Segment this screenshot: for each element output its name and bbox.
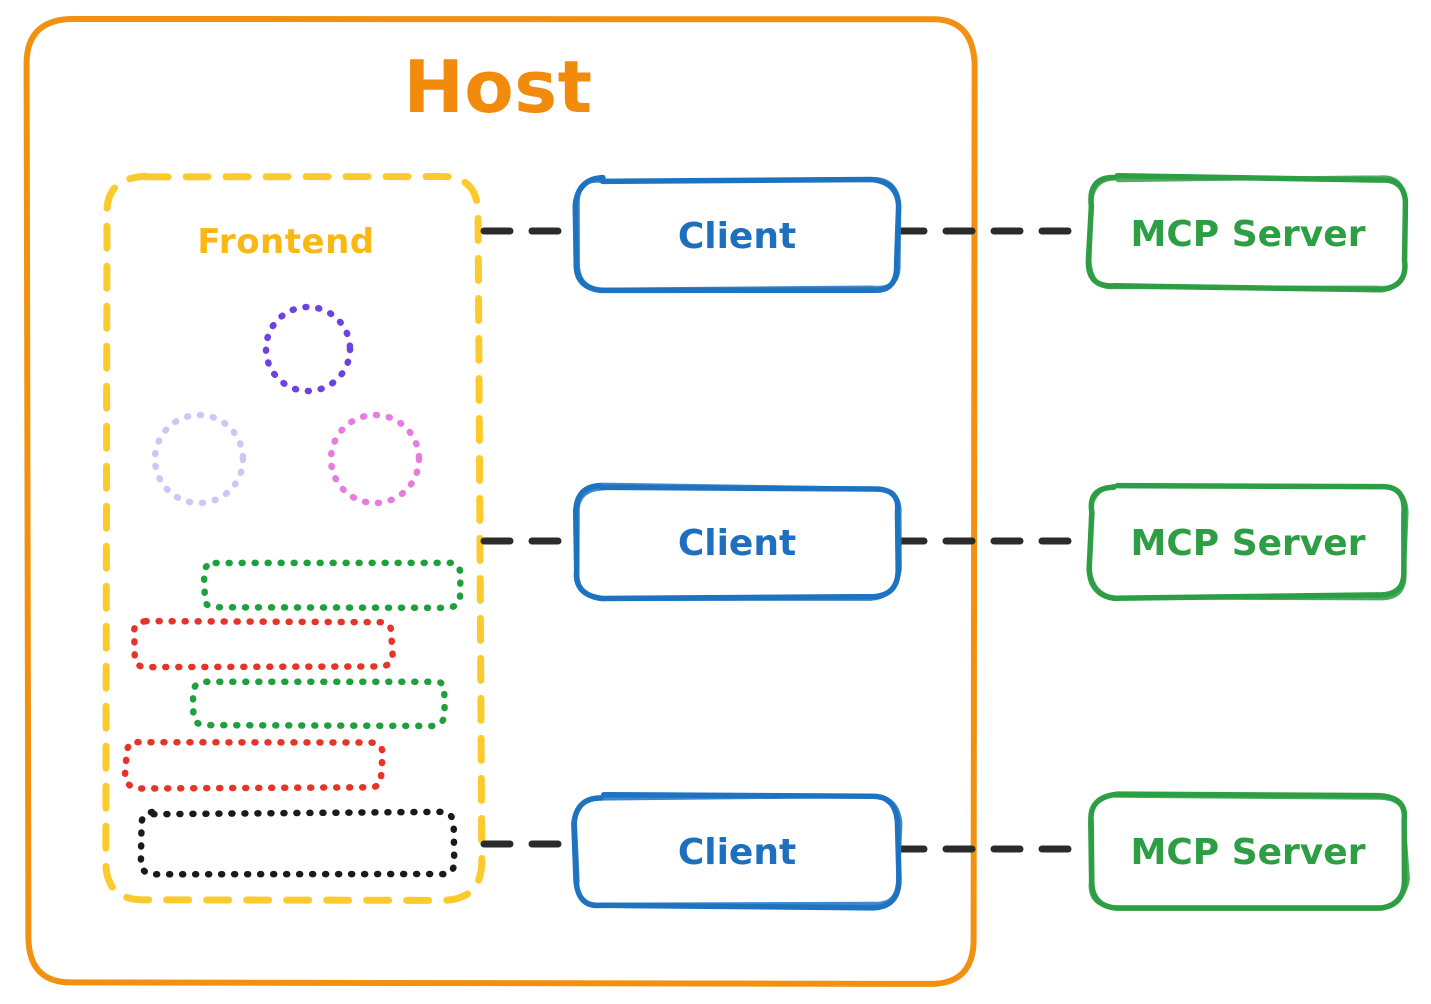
frontend-panel[interactable] <box>102 172 486 904</box>
server-label-1: MCP Server <box>1131 214 1366 255</box>
client-label-2: Client <box>678 523 796 564</box>
circle-purple <box>262 303 354 395</box>
frontend-box-border <box>102 172 486 904</box>
frontend-circles <box>151 303 423 507</box>
bar-red-1 <box>130 617 396 671</box>
frontend-bars <box>121 559 464 878</box>
bar-green-2 <box>189 677 448 730</box>
connectors <box>480 227 1094 853</box>
client-boxes[interactable] <box>571 174 903 911</box>
bar-green-1 <box>200 559 464 612</box>
server-box-3[interactable] <box>1087 791 1410 909</box>
circle-lavender <box>151 411 247 507</box>
client-box-2[interactable] <box>575 482 902 601</box>
circle-pink <box>327 411 423 507</box>
client-label-1: Client <box>678 216 796 257</box>
server-boxes[interactable] <box>1085 172 1410 911</box>
server-box-1[interactable] <box>1087 175 1407 290</box>
server-box-2[interactable] <box>1086 483 1409 601</box>
host-title: Host <box>404 45 593 129</box>
server-label-3: MCP Server <box>1131 832 1366 873</box>
server-label-2: MCP Server <box>1131 523 1366 564</box>
bar-black-1 <box>137 808 458 878</box>
client-box-3[interactable] <box>573 794 903 907</box>
host-container[interactable] <box>23 15 978 987</box>
host-box-border <box>23 15 978 987</box>
bar-red-2 <box>121 738 386 792</box>
client-label-3: Client <box>678 832 796 873</box>
frontend-title: Frontend <box>197 222 374 262</box>
client-box-1[interactable] <box>575 176 902 292</box>
